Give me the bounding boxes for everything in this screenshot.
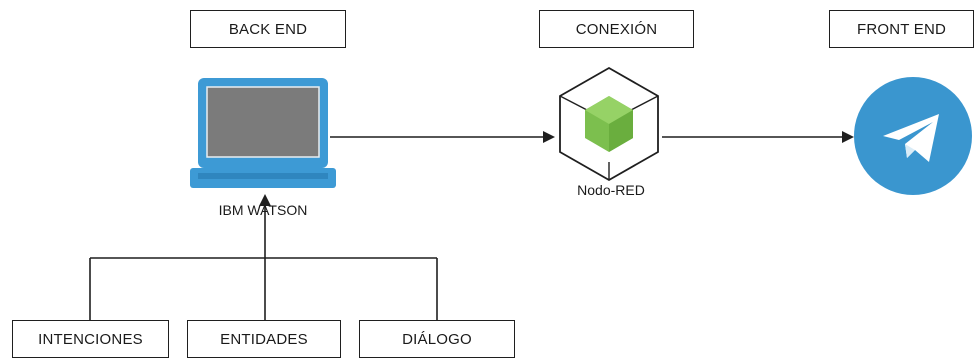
- entidades-box: ENTIDADES: [187, 320, 341, 358]
- components-tree: [89, 257, 438, 322]
- laptop-icon: [190, 78, 336, 188]
- back-end-header: BACK END: [190, 10, 346, 48]
- dialogo-box: DIÁLOGO: [359, 320, 515, 358]
- nodo-red-label: Nodo-RED: [577, 182, 645, 198]
- conexion-header: CONEXIÓN: [539, 10, 694, 48]
- intenciones-box: INTENCIONES: [12, 320, 169, 358]
- ibm-watson-label: IBM WATSON: [218, 202, 308, 218]
- nodejs-hexagon-icon: [559, 66, 659, 182]
- front-end-header: FRONT END: [829, 10, 974, 48]
- telegram-icon: [854, 77, 972, 195]
